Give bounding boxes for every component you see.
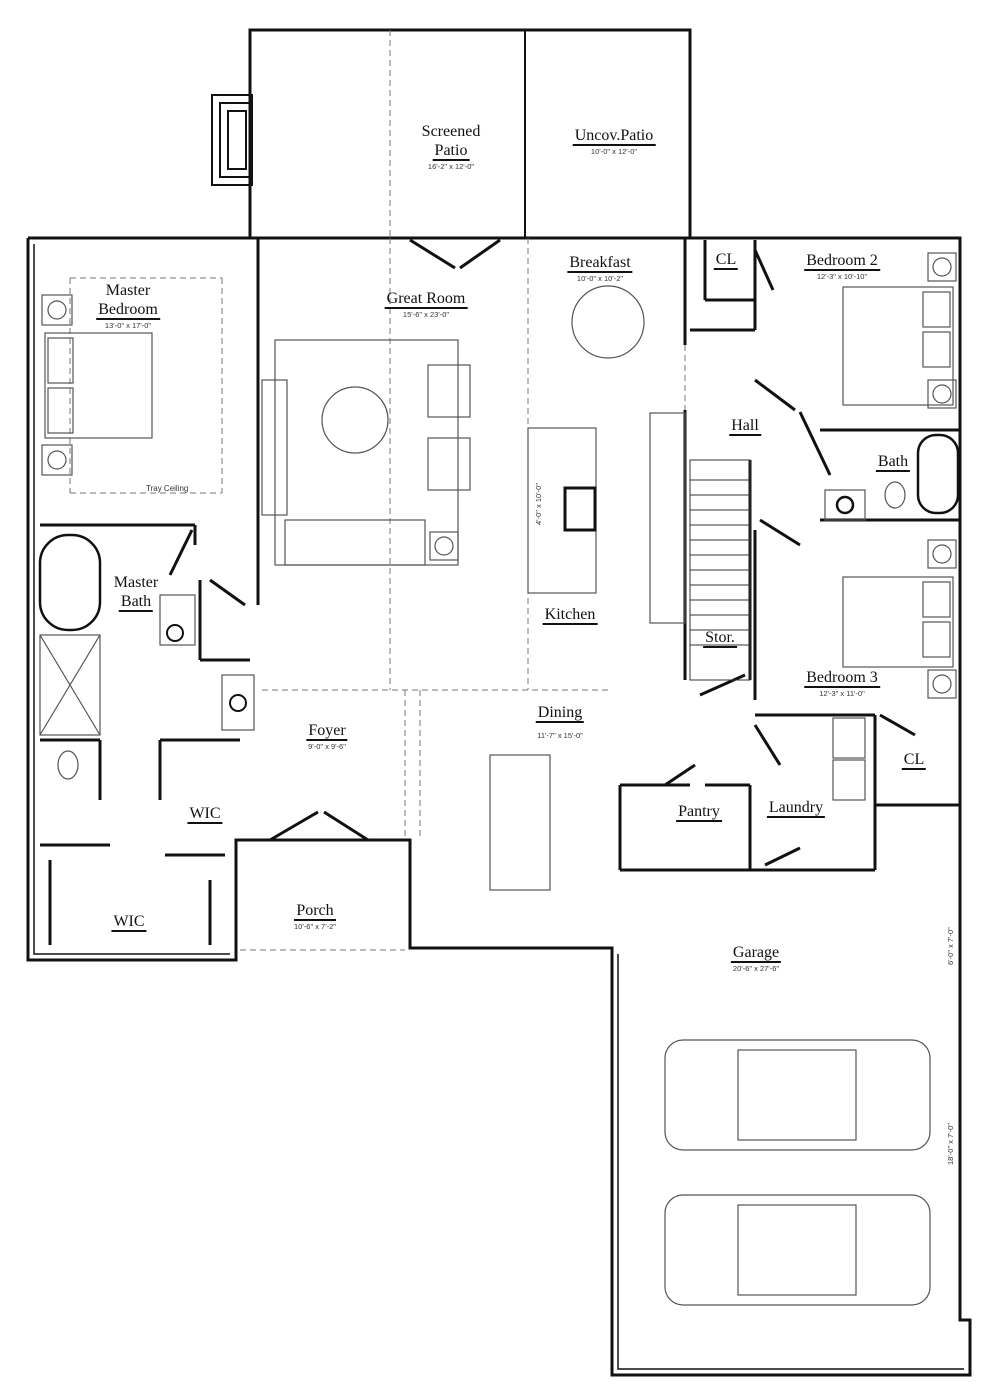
room-master-bath: Master Bath — [112, 572, 160, 612]
room-name: CL — [713, 251, 739, 270]
room-name: Screened — [421, 123, 481, 140]
room-name: Breakfast — [567, 254, 633, 273]
room-name: Bedroom 3 — [804, 669, 880, 688]
room-name: Pantry — [676, 803, 722, 822]
room-name: Master — [113, 574, 159, 591]
room-stor: Stor. — [703, 627, 737, 648]
room-name-line2: Bedroom — [96, 301, 160, 320]
room-garage: Garage 20'-6" x 27'-6" — [730, 942, 782, 973]
room-dimensions: 12'-3" x 11'-0" — [819, 689, 865, 698]
room-pantry: Pantry — [676, 801, 722, 822]
stairs — [689, 459, 751, 681]
room-name: Foyer — [306, 722, 348, 741]
room-uncov-patio: Uncov.Patio 10'-0" x 12'-0" — [572, 125, 656, 156]
room-cl-2: CL — [901, 749, 927, 770]
room-dimensions: 10'-6" x 7'-2" — [294, 922, 336, 931]
room-foyer: Foyer 9'-0" x 9'-6" — [306, 720, 348, 751]
room-porch: Porch 10'-6" x 7'-2" — [294, 900, 336, 931]
room-name-line2: Patio — [432, 142, 470, 161]
room-name: Kitchen — [542, 606, 598, 625]
island-dimensions: 4'-0" x 10'-0" — [534, 483, 543, 525]
room-cl-1: CL — [713, 249, 739, 270]
room-name: Dining — [535, 704, 585, 723]
room-name: Master — [105, 282, 151, 299]
room-dining: Dining 11'-7" x 15'-0" — [535, 702, 585, 740]
fireplace — [211, 94, 253, 186]
room-bedroom-3: Bedroom 3 12'-3" x 11'-0" — [804, 667, 880, 698]
room-bedroom-2: Bedroom 2 12'-3" x 10'-10" — [804, 250, 880, 281]
room-name: Bath — [875, 453, 911, 472]
garage-door-2-dimensions: 18'-0" x 7'-0" — [946, 1123, 955, 1165]
garage-door-1-dimensions: 6'-0" x 7'-0" — [946, 927, 955, 965]
room-name: Porch — [294, 902, 336, 921]
dashed-divisions — [69, 238, 686, 951]
furniture — [38, 252, 960, 1306]
room-name: Bedroom 2 — [804, 252, 880, 271]
room-dimensions: 11'-7" x 15'-0" — [537, 731, 583, 740]
tray-ceiling-note: Tray Ceiling — [146, 484, 189, 493]
room-breakfast: Breakfast 10'-0" x 10'-2" — [567, 252, 633, 283]
room-name: Laundry — [766, 799, 826, 818]
room-laundry: Laundry — [766, 797, 826, 818]
room-dimensions: 12'-3" x 10'-10" — [816, 272, 868, 281]
room-dimensions: 9'-0" x 9'-6" — [308, 742, 346, 751]
doors — [168, 238, 916, 867]
room-dimensions: 10'-0" x 12'-0" — [590, 147, 638, 156]
room-kitchen: Kitchen — [542, 604, 598, 625]
room-master-bedroom: Master Bedroom 13'-0" x 17'-0" — [96, 280, 160, 330]
room-name-line2: Bath — [118, 593, 154, 612]
room-dimensions: 15'-6" x 23'-0" — [402, 310, 450, 319]
room-wic-2: WIC — [111, 911, 147, 932]
room-name: WIC — [111, 913, 147, 932]
room-name: Garage — [730, 944, 782, 963]
room-name: WIC — [187, 805, 223, 824]
room-screened-patio: Screened Patio 16'-2" x 12'-0" — [420, 121, 483, 171]
exterior-walls — [26, 28, 972, 1377]
room-name: Stor. — [703, 629, 737, 648]
room-name: Uncov.Patio — [572, 127, 656, 146]
room-name: Hall — [729, 417, 761, 436]
room-great-room: Great Room 15'-6" x 23'-0" — [384, 288, 468, 319]
room-dimensions: 13'-0" x 17'-0" — [104, 321, 152, 330]
room-name: Great Room — [384, 290, 468, 309]
room-hall: Hall — [729, 415, 761, 436]
room-wic-1: WIC — [187, 803, 223, 824]
interior-walls — [40, 238, 960, 945]
room-dimensions: 10'-0" x 10'-2" — [576, 274, 624, 283]
room-dimensions: 16'-2" x 12'-0" — [427, 162, 475, 171]
room-dimensions: 20'-6" x 27'-6" — [732, 964, 780, 973]
room-name: CL — [901, 751, 927, 770]
room-bath: Bath — [875, 451, 911, 472]
